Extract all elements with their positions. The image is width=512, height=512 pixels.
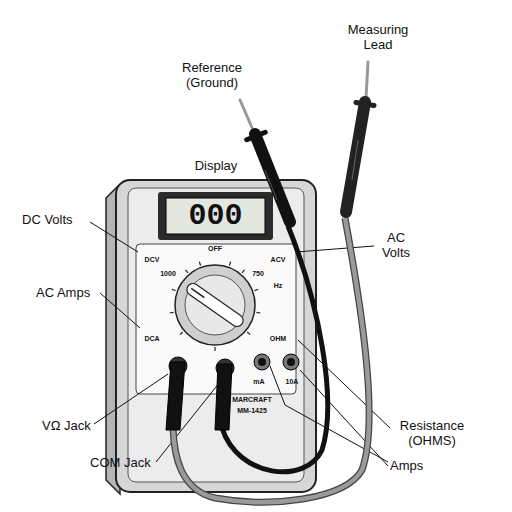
callout-label: Measuring Lead: [336, 22, 420, 52]
callout-label: DC Volts: [22, 212, 92, 227]
measuring-lead-wire: [173, 218, 369, 502]
display-bezel: [158, 192, 273, 240]
dial-marking: ACV: [263, 256, 293, 264]
test-plugs: [166, 362, 232, 430]
dial-ticks: [170, 262, 261, 351]
dial-marking: DCA: [137, 335, 167, 343]
brand-logo: MARCRAFT: [224, 396, 280, 404]
measuring-probe: [346, 62, 374, 212]
reference-lead-wire: [222, 226, 328, 472]
callout-label: VΩ Jack: [42, 418, 102, 433]
model-number: MM-1425: [224, 407, 280, 415]
rotary-dial: [175, 265, 255, 345]
callout-label: COM Jack: [90, 455, 156, 470]
body-case: [116, 180, 316, 492]
dial-marking: OHM: [263, 335, 293, 343]
jack-marking: 10A: [280, 378, 304, 386]
dial-marking: Hz: [263, 282, 293, 290]
dial-marking: 750: [243, 270, 273, 278]
reference-probe: [240, 100, 290, 222]
display-window: [158, 192, 273, 240]
callout-label: AC Amps: [36, 285, 106, 300]
input-jacks: [169, 354, 299, 377]
lcd-screen: [166, 198, 265, 234]
body-face: [128, 188, 304, 482]
callout-label: Display: [186, 158, 246, 173]
leader-lines: [90, 222, 390, 466]
callout-label: Reference (Ground): [170, 60, 254, 90]
meter-body: [106, 180, 316, 494]
callout-label: Amps: [390, 458, 440, 473]
lcd-readout: 000: [166, 198, 265, 234]
dial-marking: 1000: [153, 270, 183, 278]
callout-label: Resistance (OHMS): [392, 418, 472, 448]
callout-label: AC Volts: [376, 230, 416, 260]
jack-marking: mA: [244, 378, 274, 386]
dial-marking: OFF: [200, 245, 230, 253]
dial-marking: DCV: [137, 256, 167, 264]
